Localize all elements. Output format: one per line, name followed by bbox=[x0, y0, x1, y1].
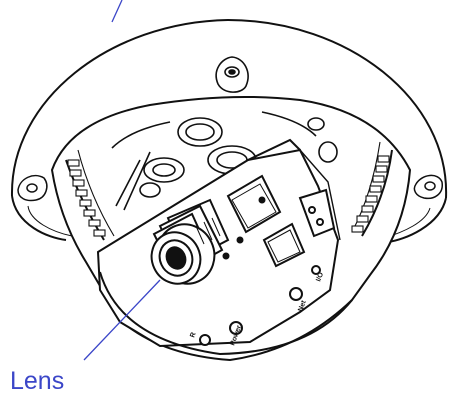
right-screw bbox=[413, 174, 443, 200]
lens-assembly bbox=[150, 198, 230, 285]
callout-top-line bbox=[111, 0, 123, 23]
lower-bowl bbox=[99, 271, 353, 356]
gear-ring bbox=[65, 141, 393, 241]
led-marking: Net bbox=[297, 299, 308, 313]
reset-marking: R bbox=[189, 332, 197, 339]
lens-callout-label: Lens bbox=[10, 367, 65, 395]
top-screw-boss bbox=[215, 56, 249, 93]
left-screw bbox=[17, 174, 48, 202]
io-marking: I/O bbox=[315, 271, 325, 283]
lens-callout-line bbox=[83, 279, 161, 361]
